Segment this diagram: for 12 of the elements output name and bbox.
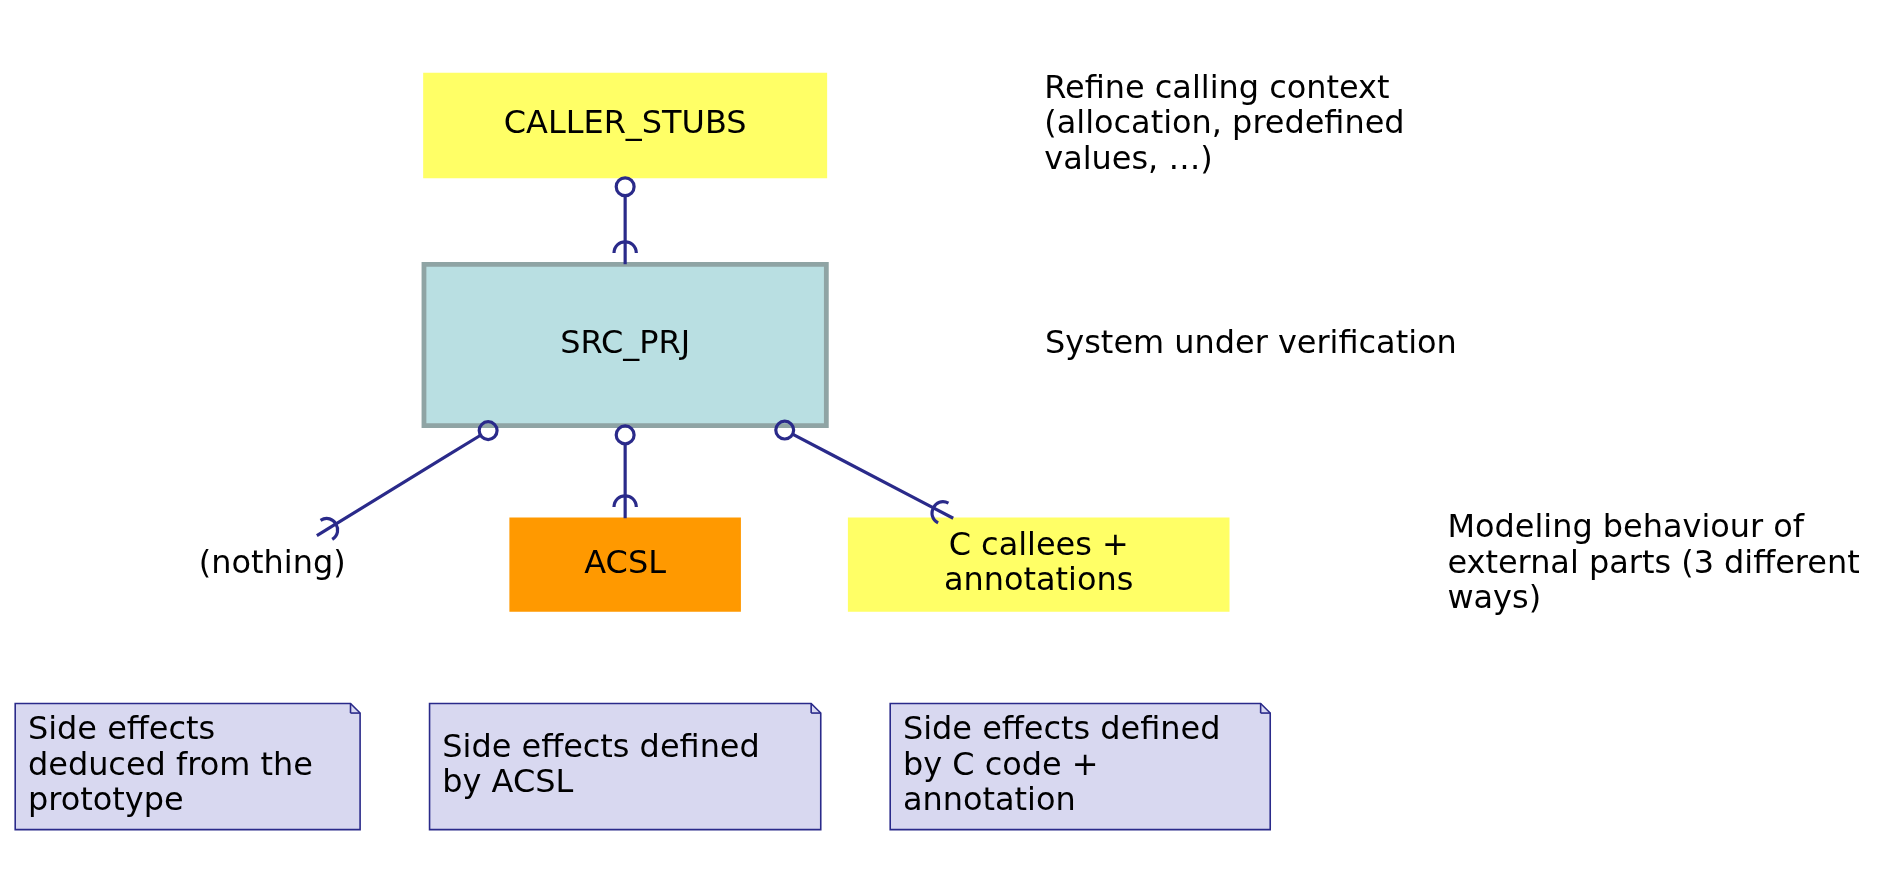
connector [316, 420, 499, 541]
label: Modeling behaviour of external parts (3 different ways) [1447, 507, 1860, 616]
connector [774, 419, 954, 525]
node-box: SRC_PRJ [421, 262, 829, 429]
label: System under verification [1045, 323, 1457, 361]
label: Refine calling context (allocation, predefined values, …) [1044, 68, 1405, 177]
node-box: CALLER_STUBS [423, 72, 828, 179]
node-box: C callees + annotations [847, 517, 1230, 612]
connector [612, 424, 638, 519]
node-box: ACSL [509, 517, 741, 612]
node-text: (nothing) [198, 542, 346, 581]
connector [612, 176, 638, 265]
